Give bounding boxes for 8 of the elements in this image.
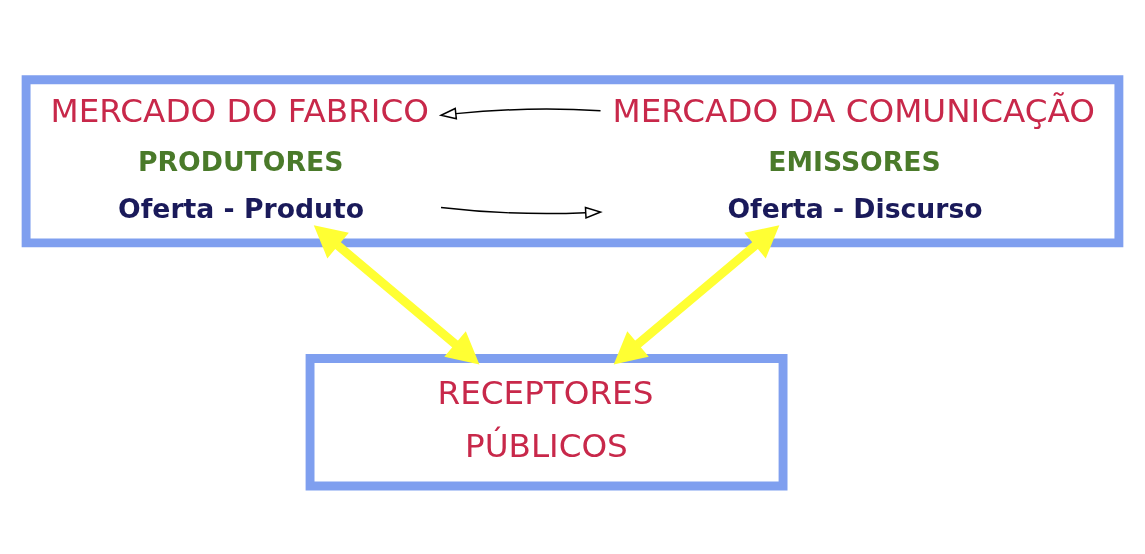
- arrow: [438, 107, 602, 120]
- cluster: [21, 75, 1124, 248]
- arrow: [440, 206, 603, 219]
- node-text: MERCADO DO FABRICO PRODUTORES Oferta - Produto: [50, 92, 429, 225]
- arrow: [613, 225, 780, 365]
- node-box: RECEPTORES PÚBLICOS: [305, 354, 788, 491]
- node-text: MERCADO DA COMUNICAÇÃO EMISSORES Oferta - Discurso: [612, 92, 1095, 225]
- arrow: [313, 225, 480, 365]
